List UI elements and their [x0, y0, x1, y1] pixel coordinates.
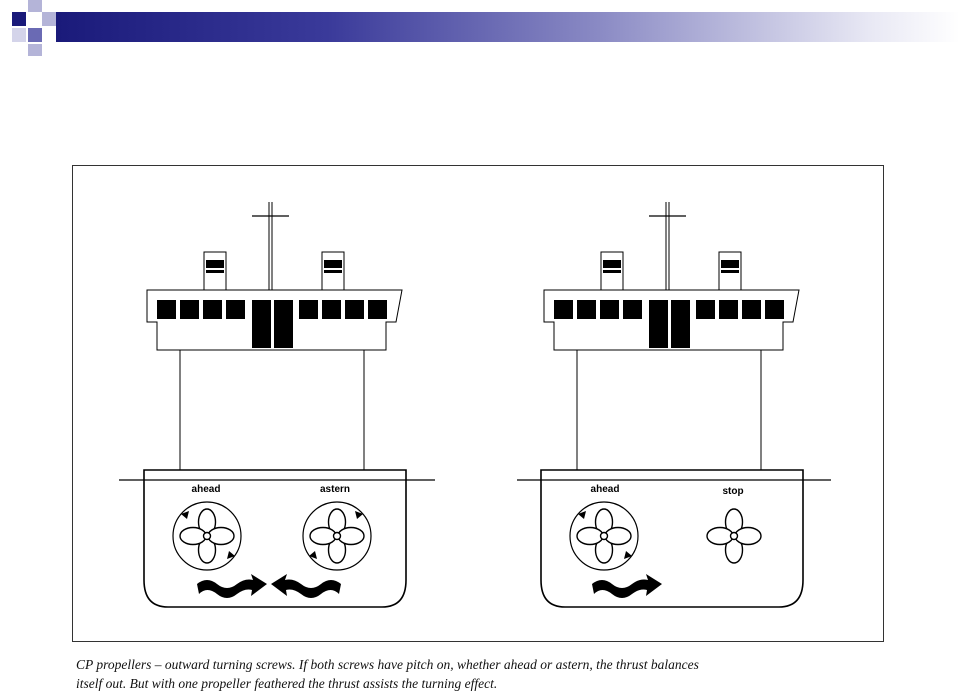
right-starboard-label: stop: [722, 486, 743, 497]
decor-square: [28, 28, 42, 42]
right-ship: [540, 201, 804, 608]
left-port-propeller: [172, 501, 242, 571]
decor-square: [28, 44, 42, 56]
left-starboard-propeller: [302, 501, 372, 571]
decor-square: [42, 12, 56, 26]
decor-square: [28, 0, 42, 12]
figure-caption: CP propellers – outward turning screws. …: [76, 655, 936, 693]
right-port-propeller: [569, 501, 639, 571]
slide-title-bar: [0, 0, 960, 60]
title-gradient-bar: [56, 12, 960, 42]
ship-diagram-figure: ahead astern ahead stop: [72, 165, 884, 642]
right-port-label: ahead: [591, 484, 620, 495]
twin-screw-diagram: ahead astern ahead stop: [119, 201, 831, 608]
caption-line-1: CP propellers – outward turning screws. …: [76, 657, 699, 672]
left-starboard-label: astern: [320, 484, 350, 495]
decor-square: [12, 28, 26, 42]
caption-line-2: itself out. But with one propeller feath…: [76, 676, 498, 691]
left-ship: [143, 201, 407, 608]
decor-square: [12, 12, 26, 26]
left-port-label: ahead: [192, 484, 221, 495]
